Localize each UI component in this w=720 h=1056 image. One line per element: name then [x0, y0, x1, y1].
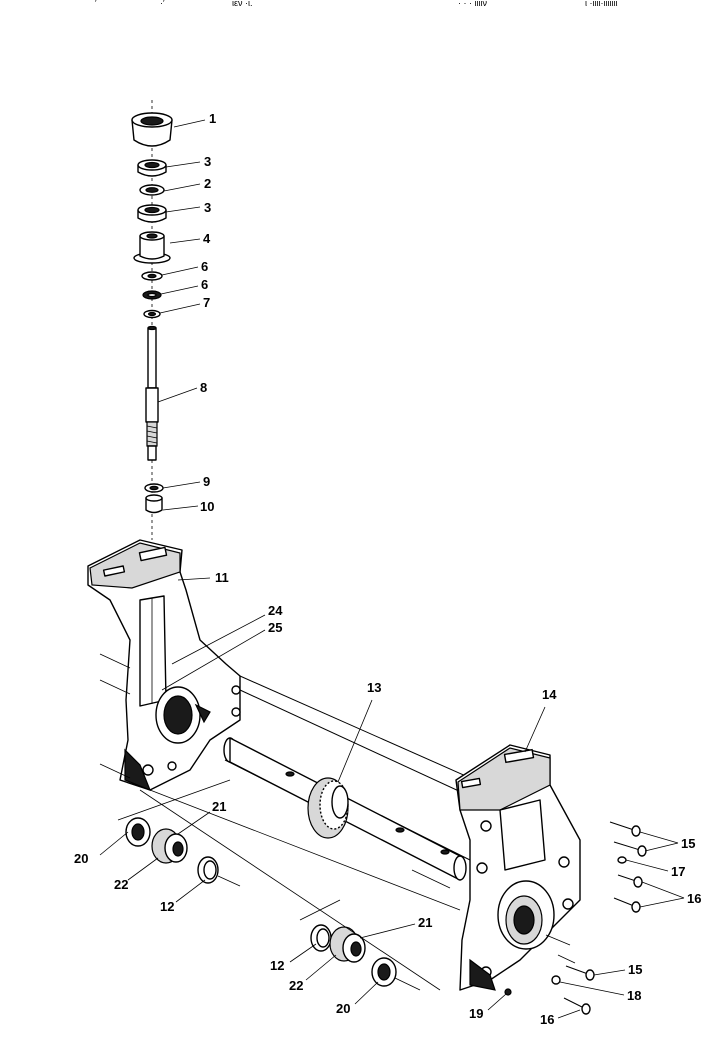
header-fragment: · · · ιιιιν: [458, 0, 487, 8]
part-16-bolt-b: [613, 897, 641, 913]
callout-25: 25: [268, 620, 282, 635]
part-16-bolt-a: [617, 874, 643, 888]
callout-20: 20: [336, 1001, 350, 1016]
part-22-gear-left: [151, 828, 188, 864]
callout-14: 14: [542, 687, 557, 702]
callout-22: 22: [289, 978, 303, 993]
part-3-bearing-lower: [137, 204, 167, 223]
callout-17: 17: [671, 864, 685, 879]
part-15-bolt-b: [613, 841, 647, 857]
callout-2: 2: [204, 176, 211, 191]
callout-4: 4: [203, 231, 211, 246]
callout-6: 6: [201, 277, 208, 292]
part-20-bearing-right: [371, 957, 397, 987]
header-fragment: ′: [95, 0, 97, 8]
callout-21: 21: [418, 915, 432, 930]
callout-16: 16: [687, 891, 701, 906]
callout-20: 20: [74, 851, 88, 866]
part-10-nut: [145, 494, 163, 514]
callout-9: 9: [203, 474, 210, 489]
callout-labels: 1 3 2 3 4 6 6 7 8 9 10 11 24 25 13 14 15…: [74, 111, 701, 1027]
scan-header-fragments: ′ ·′ ιεν ·ι. · · · ιιιιν ι ·ιιιι·ιιιιιιι: [95, 0, 618, 8]
callout-15: 15: [628, 962, 642, 977]
part-16-bolt-c: [563, 997, 591, 1015]
part-12-ring-left: [197, 856, 219, 884]
callout-11: 11: [215, 570, 229, 585]
part-15-bolt-a: [609, 821, 641, 837]
callout-15: 15: [681, 836, 695, 851]
callout-21: 21: [212, 799, 226, 814]
callout-6: 6: [201, 259, 208, 274]
part-6-washer-b: [142, 290, 162, 300]
part-3-bearing-upper: [137, 159, 167, 177]
callout-8: 8: [200, 380, 207, 395]
part-18-washer: [551, 975, 561, 985]
part-9-washer: [144, 483, 164, 493]
part-19-fitting: [504, 988, 512, 996]
callout-3: 3: [204, 154, 211, 169]
part-1-cap: [131, 112, 173, 147]
callout-7: 7: [203, 295, 210, 310]
part-14-right-housing: [455, 744, 581, 991]
callout-1: 1: [209, 111, 216, 126]
callout-12: 12: [270, 958, 284, 973]
part-15-bolt-c: [565, 965, 595, 981]
part-4-bushing: [133, 231, 171, 264]
callout-22: 22: [114, 877, 128, 892]
part-8-shaft: [145, 325, 159, 461]
callout-19: 19: [469, 1006, 483, 1021]
callout-16: 16: [540, 1012, 554, 1027]
part-20-bearing-left: [125, 817, 151, 847]
part-11-left-housing: [87, 539, 241, 792]
part-17-nut: [617, 856, 627, 864]
part-2-spacer: [139, 184, 165, 196]
header-fragment: ιεν ·ι.: [232, 0, 253, 8]
part-22-gear-right: [329, 926, 366, 963]
part-7-ring: [143, 309, 161, 319]
explode-guide-lines: [99, 653, 576, 991]
part-12-ring-right: [310, 924, 332, 952]
header-fragment: ι ·ιιιι·ιιιιιιι: [585, 0, 618, 8]
header-fragment: ·′: [160, 0, 165, 8]
callout-3: 3: [204, 200, 211, 215]
callout-13: 13: [367, 680, 381, 695]
part-6-washer-a: [141, 271, 163, 281]
callout-24: 24: [268, 603, 283, 618]
callout-10: 10: [200, 499, 214, 514]
part-13-bevel-gear: [307, 777, 349, 839]
callout-18: 18: [627, 988, 641, 1003]
callout-12: 12: [160, 899, 174, 914]
leader-lines: [99, 119, 685, 1019]
